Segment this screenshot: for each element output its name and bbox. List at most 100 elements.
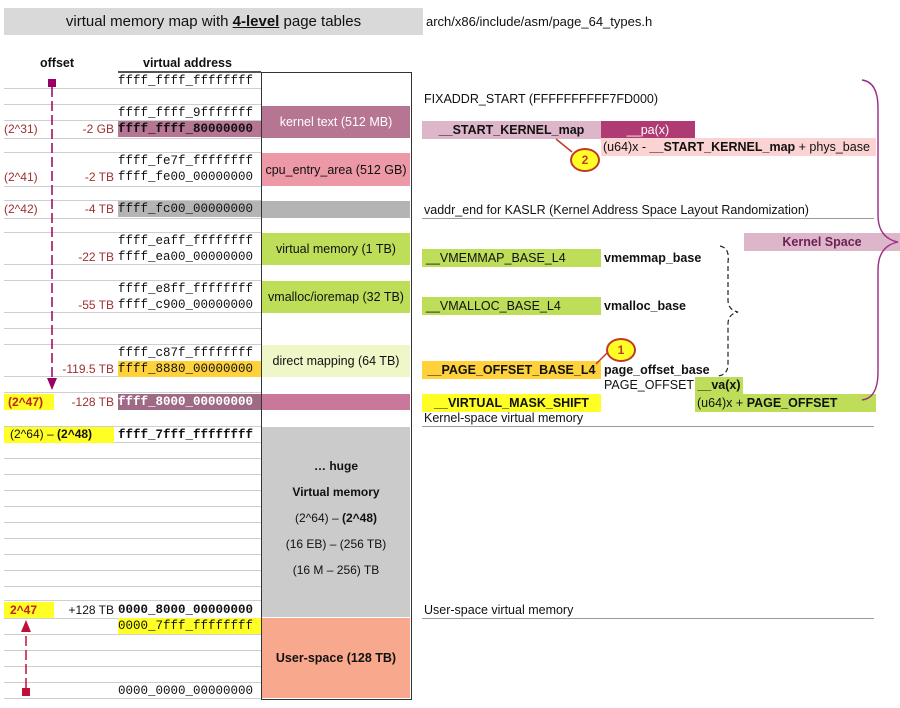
user-arrow-origin xyxy=(22,688,30,696)
offset-direct: -119.5 TB xyxy=(62,362,114,376)
pa-formula-1: (u64)x - xyxy=(603,140,650,154)
addr-user-top: 0000_8000_00000000 xyxy=(118,603,254,617)
user-arrow-head xyxy=(21,620,31,632)
hole-line-4: (16 EB) – (256 TB) xyxy=(285,537,387,551)
pa-tag: __pa(x) xyxy=(601,121,695,139)
offset-vmemmap: -22 TB xyxy=(78,250,114,264)
region-user: User-space (128 TB) xyxy=(262,618,410,698)
hole-line-3a: (2^64) – xyxy=(294,511,342,525)
offset-kaslr: -4 TB xyxy=(84,202,114,216)
addr-kernel-text-end: ffff_ffff_9fffffff xyxy=(118,106,254,120)
addr-start-kernel-map: ffff_ffff_80000000 xyxy=(118,122,254,136)
pow-kaslr: (2^42) xyxy=(4,202,38,216)
region-hole: … huge Virtual memory (2^64) – (2^48) (1… xyxy=(262,427,410,617)
addr-vmalloc-end: ffff_e8ff_ffffffff xyxy=(118,282,254,296)
va-formula: (u64)x + PAGE_OFFSET xyxy=(695,394,876,412)
region-direct: direct mapping (64 TB) xyxy=(262,345,410,377)
hole-yellow-bg xyxy=(4,427,114,443)
va-formula-2: PAGE_OFFSET xyxy=(746,396,838,410)
vmemmap-base-l4-tag: __VMEMMAP_BASE_L4 xyxy=(422,249,601,267)
offset-cpu-entry: -2 TB xyxy=(84,170,114,184)
kernel-space-tag: Kernel Space xyxy=(744,233,900,251)
hole-line-3b: (2^48) xyxy=(341,511,378,525)
addr-cpu-entry-end: ffff_fe7f_ffffffff xyxy=(118,154,254,168)
region-cpu-entry: cpu_entry_area (512 GB) xyxy=(262,153,410,186)
kernel-text-addr-bg xyxy=(118,121,261,137)
pow-kernel-text: (2^31) xyxy=(4,122,38,136)
page-offset-base-label: page_offset_base xyxy=(604,363,710,377)
user-space-vm-label: User-space virtual memory xyxy=(424,603,574,617)
badge-2: 2 xyxy=(570,148,600,172)
kaslr-label: vaddr_end for KASLR (Kernel Address Spac… xyxy=(424,203,809,217)
addr-cpu-entry-start: ffff_fe00_00000000 xyxy=(118,170,254,184)
addr-direct-end: ffff_c87f_ffffffff xyxy=(118,346,254,360)
address-header-underline xyxy=(118,71,261,73)
hole-offset-b: (2^48) xyxy=(57,427,93,441)
va-tag: __va(x) xyxy=(695,377,743,394)
vmalloc-base-label: vmalloc_base xyxy=(604,299,686,313)
pow-user: 2^47 xyxy=(10,603,38,617)
addr-vmalloc-start: ffff_c900_00000000 xyxy=(118,298,254,312)
offset-kernel-text: -2 GB xyxy=(82,122,114,136)
title-box: virtual memory map with 4-level page tab… xyxy=(4,8,423,35)
pa-formula-3: + phys_base xyxy=(795,140,870,154)
region-virtual-memory: virtual memory (1 TB) xyxy=(262,233,410,265)
addr-vmemmap-end: ffff_eaff_ffffffff xyxy=(118,234,254,248)
region-column xyxy=(261,72,412,700)
pow-mask: (2^47) xyxy=(8,395,44,409)
addr-user-start: 0000_0000_00000000 xyxy=(118,684,254,698)
pa-formula: (u64)x - __START_KERNEL_map + phys_base xyxy=(601,138,876,156)
hole-line-2: Virtual memory xyxy=(292,485,380,499)
direct-addr-bg xyxy=(118,361,261,377)
user-pow-bg xyxy=(4,602,54,618)
title-text: virtual memory map with xyxy=(65,13,233,30)
offset-mask: -128 TB xyxy=(71,395,114,409)
vmalloc-base-l4-tag: __VMALLOC_BASE_L4 xyxy=(422,297,601,315)
page-offset-base-l4-tag: __PAGE_OFFSET_BASE_L4 xyxy=(422,361,601,379)
badge-1-text: 1 xyxy=(617,343,625,357)
kernel-space-brace xyxy=(861,79,899,401)
virtual-mask-shift-tag: __VIRTUAL_MASK_SHIFT xyxy=(422,394,601,412)
kernel-arrow-origin xyxy=(48,79,56,87)
addr-page-offset: ffff_8000_00000000 xyxy=(118,395,254,409)
offset-header: offset xyxy=(40,56,75,70)
hole-offset-a: (2^64) xyxy=(10,427,44,441)
bases-bracket xyxy=(715,245,739,377)
kaslr-addr-bg xyxy=(118,201,261,217)
region-kernel-text: kernel text (512 MB) xyxy=(262,106,410,138)
region-kaslr xyxy=(262,201,410,218)
addr-direct-start: ffff_8880_00000000 xyxy=(118,362,254,376)
hole-line-5: (16 M – 256) TB xyxy=(292,563,380,577)
source-file: arch/x86/include/asm/page_64_types.h xyxy=(426,14,653,29)
user-top-addr-bg xyxy=(118,618,261,634)
page-offset-label: PAGE_OFFSET xyxy=(604,378,695,392)
kernel-space-vm-label: Kernel-space virtual memory xyxy=(424,411,584,425)
hole-offset-sep: – xyxy=(47,427,54,441)
hole-line-1: … huge xyxy=(314,459,358,473)
badge-2-leader xyxy=(555,138,573,153)
offset-user: +128 TB xyxy=(68,603,114,617)
badge-1: 1 xyxy=(606,338,636,362)
addr-vmemmap-start: ffff_ea00_00000000 xyxy=(118,250,254,264)
pow-cpu-entry: (2^41) xyxy=(4,170,38,184)
addr-kernel-top: ffff_ffff_ffffffff xyxy=(118,74,254,88)
kernel-arrow-head xyxy=(47,378,57,390)
addr-user-end: 0000_7fff_ffffffff xyxy=(118,619,254,633)
addr-hole-top: ffff_7fff_ffffffff xyxy=(118,428,254,442)
mask-addr-bg xyxy=(118,394,261,410)
fixaddr-label: FIXADDR_START (FFFFFFFFFF7FD000) xyxy=(424,92,659,106)
title-bold: 4-level xyxy=(232,13,280,30)
badge-2-text: 2 xyxy=(581,153,589,167)
address-header: virtual address xyxy=(143,56,232,70)
offset-vmalloc: -55 TB xyxy=(78,298,114,312)
title-text-end: page tables xyxy=(279,13,362,30)
mask-pow-bg xyxy=(4,394,54,410)
hole-offset: (2^64) – (2^48) xyxy=(10,427,92,441)
start-kernel-map-tag: __START_KERNEL_map xyxy=(422,121,601,139)
va-formula-1: (u64)x + xyxy=(697,396,747,410)
addr-kaslr: ffff_fc00_00000000 xyxy=(118,202,254,216)
vmemmap-base-label: vmemmap_base xyxy=(604,251,702,265)
region-mask xyxy=(262,394,410,410)
badge-1-leader xyxy=(595,351,609,365)
